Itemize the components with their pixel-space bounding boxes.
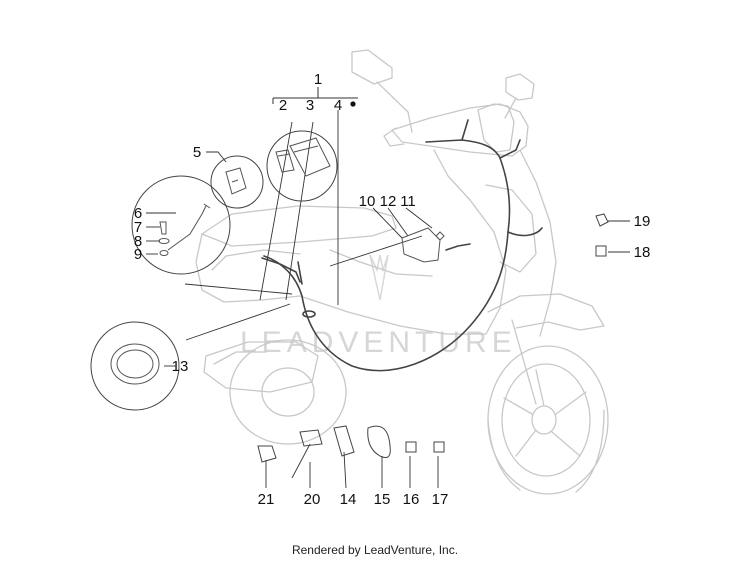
grommet-ring-outer [110,343,160,385]
detail-circle-10-12 [401,227,445,263]
callout-10: 10 [359,193,376,210]
callout-13: 13 [172,358,189,375]
horn-bracket-icon [401,227,441,263]
side-panel [211,249,301,271]
mirror-right [505,73,535,101]
grommet-ring-inner [116,349,154,379]
callout-8: 8 [134,233,142,250]
callout-18: 18 [634,244,651,261]
detail-circle-6-9 [131,175,231,275]
leader-3 [285,121,314,301]
front-shield-outer [519,149,557,337]
rear-wheel [229,339,347,445]
front-wheel-spokes [503,369,587,457]
cable-tie-20-icon [291,429,323,479]
left-grip [383,127,405,147]
callout-9: 9 [134,246,142,263]
callout-7: 7 [134,219,142,236]
callout-19: 19 [634,213,651,230]
nut-icon [159,250,169,256]
muffler-detail [213,351,267,365]
screw-icon [159,221,167,235]
callout-2: 2 [279,97,287,114]
callout-labels: 1 2 3 4 5 6 7 8 9 10 12 11 13 19 18 21 2… [134,71,651,508]
front-fork [511,319,537,405]
callout-15: 15 [374,491,391,508]
clip-14-icon [333,425,355,457]
connector-18-icon [595,245,607,257]
mirror-left [351,49,393,85]
floorboard [299,295,487,335]
callout-16: 16 [403,491,420,508]
detail-circle-5 [210,155,264,209]
front-tire-tread [487,409,605,493]
harness-headset-branch [461,119,521,159]
small-parts [257,213,609,479]
shield-grille [485,184,537,273]
rear-hub [261,367,315,417]
clip-17-icon [433,441,445,453]
callout-12: 12 [380,193,397,210]
leader-12 [387,207,409,237]
horn-bolt-icon [435,231,445,241]
leader-13-lower [185,303,291,341]
rear-body [195,233,301,303]
ground-lead-icon [167,203,211,251]
detail-circle-13 [90,321,180,411]
leader-5 [206,151,227,163]
scooter-outline [195,49,609,495]
group-bracket-1 [272,87,358,104]
handlebar [391,103,529,157]
harness-grommet [302,310,316,318]
seat [201,205,397,247]
footer-credit: Rendered by LeadVenture, Inc. [291,543,459,557]
callout-17: 17 [432,491,449,508]
callout-4: 4 [334,97,342,114]
front-fender [487,293,605,331]
leg-shield-edge [329,249,433,277]
front-wheel-rim [501,363,591,477]
mirror-left-stem [376,81,413,133]
harness-horn-branch [445,243,471,251]
callout-20: 20 [304,491,321,508]
front-shield-inner [433,149,507,335]
callout-5: 5 [193,144,201,161]
callout-14: 14 [340,491,357,508]
callout-1: 1 [314,71,322,88]
clip-16-icon [405,441,417,453]
control-unit-icon [289,137,331,177]
connector-19-icon [595,213,609,227]
callout-3: 3 [306,97,314,114]
leader-2 [259,121,293,301]
harness-rear-branch [261,257,303,285]
detail-circle-2-3 [266,130,338,202]
leader-11 [405,207,433,229]
leader-13-upper [184,283,293,295]
callout-6: 6 [134,205,142,222]
bullet-dot [350,101,356,107]
leader-10 [372,207,403,239]
main-wiring-harness [261,119,543,372]
callout-11: 11 [400,193,416,210]
leader-10-harness [329,235,423,267]
harness-shield-branch [507,227,543,237]
headlight [477,103,515,153]
cap-21-icon [257,445,277,463]
callout-21: 21 [258,491,275,508]
clamp-15-icon [367,425,391,459]
leader-lines [146,110,630,489]
leader-14 [343,451,347,489]
fuse-icon [275,149,295,173]
washer-icon [158,238,170,244]
